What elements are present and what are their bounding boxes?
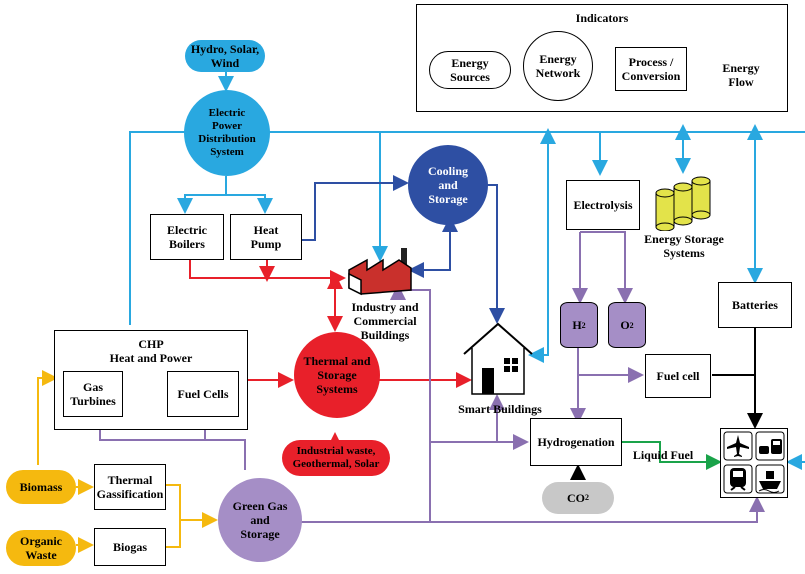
ship-icon xyxy=(758,471,781,493)
o2-label: O xyxy=(620,317,630,332)
o2-subscript: 2 xyxy=(629,320,634,330)
hydrogenation-box: Hydrogenation xyxy=(530,418,622,466)
electrolysis-box: Electrolysis xyxy=(566,180,640,230)
co2-subscript: 2 xyxy=(585,493,589,502)
chp-title: CHP Heat and Power xyxy=(109,337,193,365)
liquid-fuel-label: Liquid Fuel xyxy=(632,448,694,462)
gas-turbines-box: Gas Turbines xyxy=(63,371,123,417)
legend-energy-flow: Energy Flow xyxy=(722,61,760,89)
electric-power-distribution-system: Electric Power Distribution System xyxy=(184,90,270,176)
biomass-source: Biomass xyxy=(6,470,76,504)
biogas-box: Biogas xyxy=(94,528,166,566)
legend-energy-sources: Energy Sources xyxy=(429,51,511,89)
smart-buildings-label: Smart Buildings xyxy=(458,402,542,416)
chp-panel: CHP Heat and Power Gas Turbines Fuel Cel… xyxy=(54,330,248,430)
transport-panel xyxy=(720,428,788,498)
fuel-cells-box: Fuel Cells xyxy=(167,371,239,417)
thermal-storage-systems: Thermal and Storage Systems xyxy=(294,332,380,418)
house-icon xyxy=(463,322,533,395)
industry-commercial-label: Industry and Commercial Buildings xyxy=(351,300,419,342)
industrial-waste-geothermal-solar-source: Industrial waste, Geothermal, Solar xyxy=(282,440,390,476)
co2-label: CO xyxy=(567,491,585,505)
electric-boilers-box: Electric Boilers xyxy=(150,214,224,260)
organic-waste-source: Organic Waste xyxy=(6,530,76,566)
thermal-gassification-box: Thermal Gassification xyxy=(94,464,166,510)
green-gas-and-storage: Green Gas and Storage xyxy=(218,478,302,562)
hydro-solar-wind-source: Hydro, Solar, Wind xyxy=(185,40,265,72)
legend-title: Indicators xyxy=(575,11,629,25)
storage-cylinders-icon xyxy=(655,176,711,231)
heat-pump-box: Heat Pump xyxy=(230,214,302,260)
legend-panel: Indicators Energy Sources Energy Network… xyxy=(416,4,788,112)
train-icon xyxy=(730,468,746,491)
airplane-icon xyxy=(727,435,749,457)
energy-storage-label: Energy Storage Systems xyxy=(644,232,724,260)
h2-subscript: 2 xyxy=(581,320,586,330)
legend-process-conversion: Process / Conversion xyxy=(615,47,687,91)
fuel-cell-box: Fuel cell xyxy=(645,354,711,398)
batteries-box: Batteries xyxy=(718,282,792,328)
legend-energy-network: Energy Network xyxy=(523,31,593,101)
h2-label: H xyxy=(572,317,582,332)
car-icon xyxy=(759,439,782,454)
cooling-and-storage: Cooling and Storage xyxy=(408,145,488,225)
factory-icon xyxy=(348,248,412,296)
